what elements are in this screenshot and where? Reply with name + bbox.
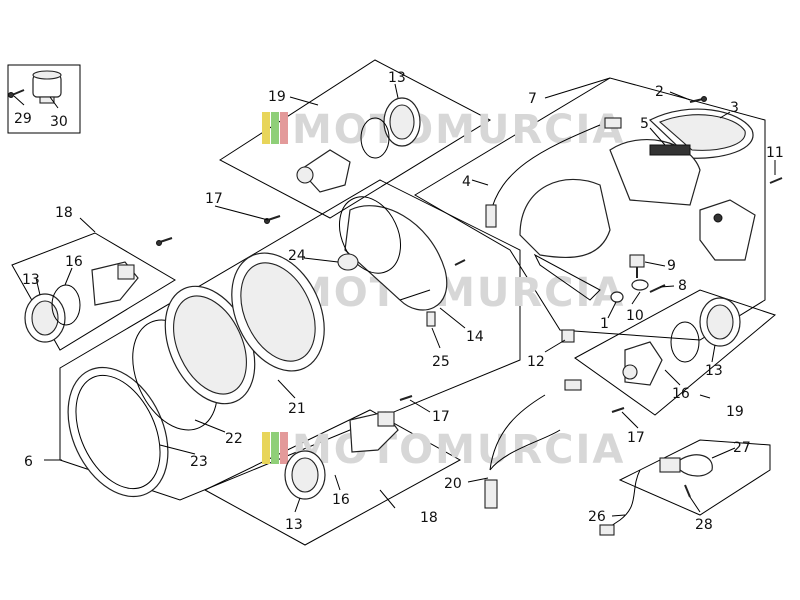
label-13-left: 13	[22, 272, 40, 288]
label-27: 27	[733, 440, 751, 456]
label-12: 12	[527, 354, 545, 370]
part-29-screw	[8, 89, 25, 98]
leader-lines	[13, 77, 776, 517]
label-19-top: 19	[268, 89, 286, 105]
watermark-stripe	[262, 112, 270, 144]
part-17-screw-left	[156, 237, 173, 246]
part-right-signal-lens	[699, 297, 741, 347]
part-11-bracket	[699, 199, 756, 261]
label-1: 1	[600, 316, 609, 332]
part-left-signal-housing	[91, 261, 139, 306]
watermark-stripe	[280, 112, 288, 144]
part-3-lens	[648, 108, 754, 159]
label-7: 7	[528, 91, 537, 107]
part-30-socket	[32, 70, 62, 104]
label-28: 28	[695, 517, 713, 533]
label-4: 4	[462, 174, 471, 190]
part-23-rim	[67, 366, 169, 498]
watermark-1: MOTOMURCIA	[262, 107, 625, 153]
label-5: 5	[640, 116, 649, 132]
watermark-3: MOTOMURCIA	[262, 427, 625, 473]
part-11-screw	[769, 177, 783, 184]
label-3: 3	[730, 100, 739, 116]
label-20: 20	[444, 476, 462, 492]
part-right-signal-ring	[670, 321, 700, 363]
part-1-grommet	[610, 291, 624, 303]
part-10-washer	[631, 279, 649, 291]
label-11: 11	[766, 145, 784, 161]
watermark-stripe	[262, 432, 270, 464]
watermark-text: MOTOMURCIA	[292, 427, 625, 473]
label-16-bottom: 16	[332, 492, 350, 508]
part-2-screw	[689, 96, 707, 103]
part-5-housing	[609, 139, 701, 206]
frame-top-signal	[219, 59, 492, 219]
label-16-right: 16	[672, 386, 690, 402]
part-14-shell	[339, 196, 448, 311]
label-24: 24	[288, 248, 306, 264]
label-8: 8	[678, 278, 687, 294]
label-2: 2	[655, 84, 664, 100]
part-25-bulb	[426, 311, 436, 327]
label-17-bottom: 17	[432, 409, 450, 425]
label-19-right: 19	[726, 404, 744, 420]
label-10: 10	[626, 308, 644, 324]
part-27-plate-light	[659, 454, 713, 477]
part-7-fender	[519, 178, 611, 301]
part-9-bolt	[629, 254, 645, 278]
label-14: 14	[466, 329, 484, 345]
label-26: 26	[588, 509, 606, 525]
part-top-signal-housing	[296, 149, 351, 193]
watermark-stripe	[271, 432, 279, 464]
frame-plate-light	[618, 439, 771, 516]
part-26-cable	[599, 469, 641, 536]
label-17-top: 17	[205, 191, 223, 207]
watermark-stripe	[280, 432, 288, 464]
label-22: 22	[225, 431, 243, 447]
label-17-right: 17	[627, 430, 645, 446]
part-top-signal-lens	[383, 97, 421, 147]
frame-box-29-30	[7, 64, 81, 134]
label-13-right: 13	[705, 363, 723, 379]
frame-right-signal	[574, 289, 777, 416]
part-8-screw	[649, 284, 666, 293]
part-left-signal-lens	[24, 293, 66, 343]
watermark-stripe	[271, 112, 279, 144]
label-23: 23	[190, 454, 208, 470]
label-18-left: 18	[55, 205, 73, 221]
part-bottom-signal-housing	[349, 411, 399, 453]
label-16-left: 16	[65, 254, 83, 270]
label-9: 9	[667, 258, 676, 274]
part-right-signal-housing	[622, 341, 663, 386]
watermark-text: MOTOMURCIA	[292, 107, 625, 153]
label-30: 30	[50, 114, 68, 130]
part-21-lens	[164, 252, 325, 405]
part-28-screw	[684, 484, 691, 498]
label-29: 29	[14, 111, 32, 127]
part-24-bulb	[337, 253, 359, 271]
part-bottom-signal-lens	[284, 450, 326, 500]
part-17-screw-right	[611, 407, 625, 413]
watermark-2: MOTOMURCIA	[262, 270, 625, 316]
label-25: 25	[432, 354, 450, 370]
part-20-harness	[484, 379, 582, 509]
frame-bottom-signal	[203, 409, 462, 546]
part-17-screw-bottom	[399, 395, 413, 401]
part-4-cable	[485, 117, 622, 228]
part-screw-14	[454, 259, 466, 266]
part-top-signal-ring	[360, 117, 390, 159]
label-13-bottom: 13	[285, 517, 303, 533]
label-6: 6	[24, 454, 33, 470]
part-12-spacer	[561, 329, 575, 343]
label-13-top: 13	[388, 70, 406, 86]
label-18-bottom: 18	[420, 510, 438, 526]
watermark-text: MOTOMURCIA	[292, 270, 625, 316]
label-21: 21	[288, 401, 306, 417]
part-left-signal-ring	[51, 284, 81, 326]
callout-labels: 29 30 19 13 17 18 16 13 7 2 3 5 11 4 9 8…	[14, 70, 784, 533]
